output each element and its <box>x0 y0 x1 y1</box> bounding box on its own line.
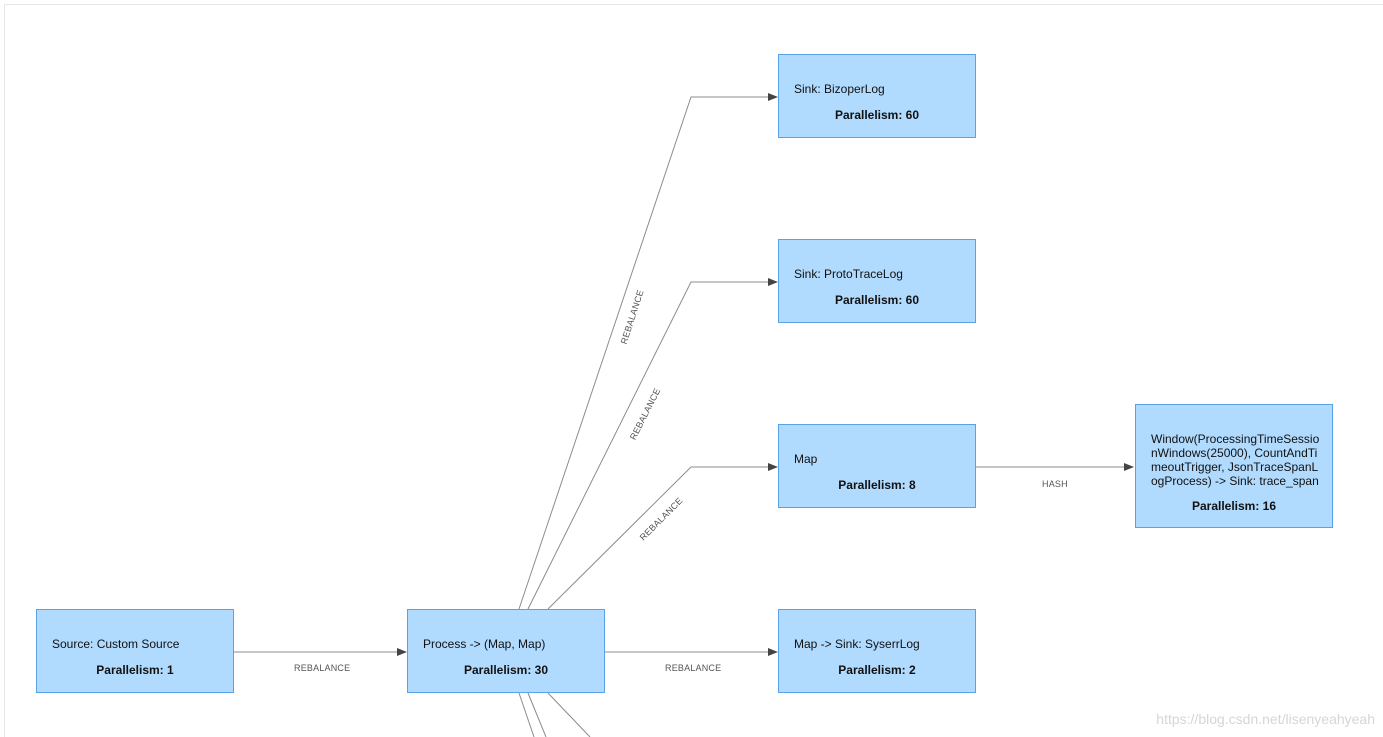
node-process-parallelism: Parallelism: 30 <box>463 663 549 677</box>
node-source[interactable]: Source: Custom Source Parallelism: 1 <box>36 609 234 693</box>
watermark-text: https://blog.csdn.net/lisenyeahyeah <box>1156 711 1375 727</box>
node-bizoper[interactable]: Sink: BizoperLog Parallelism: 60 <box>778 54 976 138</box>
node-prototrace-parallelism: Parallelism: 60 <box>834 293 920 307</box>
node-source-parallelism: Parallelism: 1 <box>96 663 174 677</box>
node-bizoper-parallelism: Parallelism: 60 <box>834 108 920 122</box>
edge-process-prototrace <box>527 278 778 610</box>
edge-label-source-process: REBALANCE <box>294 663 351 673</box>
diagram-canvas <box>4 4 1383 737</box>
node-bizoper-name: Sink: BizoperLog <box>794 82 885 96</box>
node-map-name: Map <box>794 452 818 466</box>
edge-label-map-window: HASH <box>1042 479 1068 489</box>
node-process[interactable]: Process -> (Map, Map) Parallelism: 30 <box>407 609 605 693</box>
edge-process-offscreen-1 <box>518 692 535 737</box>
node-map[interactable]: Map Parallelism: 8 <box>778 424 976 508</box>
edge-process-map <box>547 463 778 610</box>
node-prototrace-name: Sink: ProtoTraceLog <box>794 267 903 281</box>
node-syserr-name: Map -> Sink: SyserrLog <box>794 637 920 651</box>
node-window-parallelism: Parallelism: 16 <box>1191 499 1277 513</box>
node-syserr[interactable]: Map -> Sink: SyserrLog Parallelism: 2 <box>778 609 976 693</box>
node-window-name: Window(ProcessingTimeSessionWindows(2500… <box>1151 432 1320 488</box>
edge-label-process-syserr: REBALANCE <box>665 663 722 673</box>
node-window[interactable]: Window(ProcessingTimeSessionWindows(2500… <box>1135 404 1333 528</box>
node-syserr-parallelism: Parallelism: 2 <box>838 663 916 677</box>
node-prototrace[interactable]: Sink: ProtoTraceLog Parallelism: 60 <box>778 239 976 323</box>
node-process-name: Process -> (Map, Map) <box>423 637 546 651</box>
edge-process-offscreen-3 <box>547 692 591 737</box>
node-source-name: Source: Custom Source <box>52 637 180 651</box>
node-map-parallelism: Parallelism: 8 <box>838 478 916 492</box>
edge-process-offscreen-2 <box>527 692 547 737</box>
edge-process-bizoper <box>518 93 778 610</box>
